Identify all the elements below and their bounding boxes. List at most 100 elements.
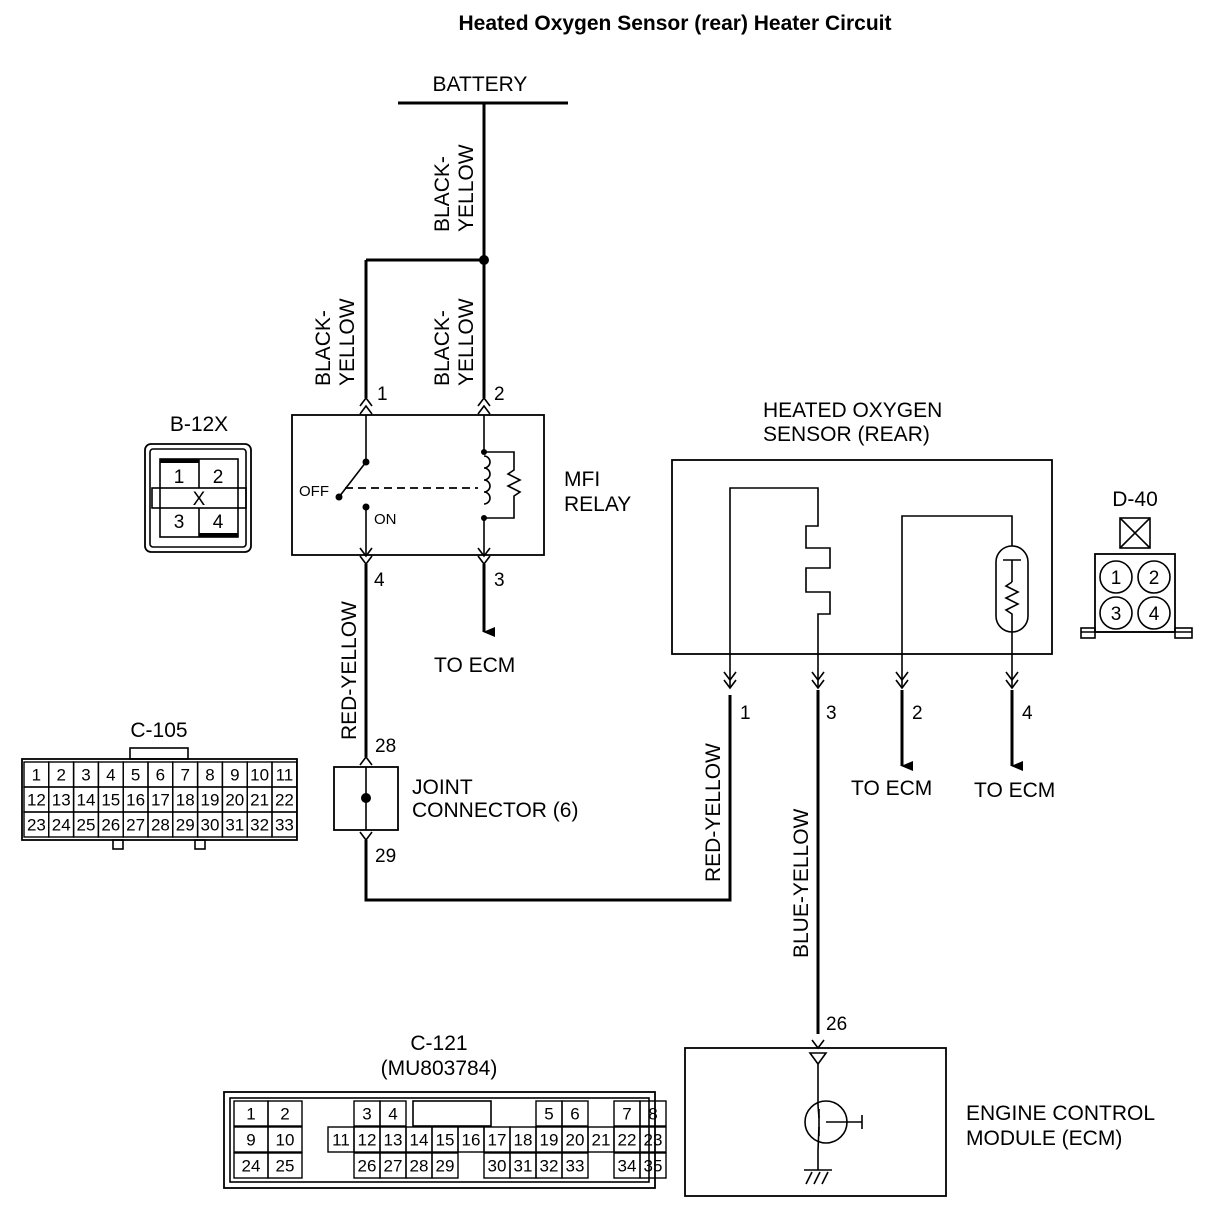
c105-pin-3-label: 3: [81, 766, 90, 785]
heated-oxygen-sensor: [671, 459, 1053, 690]
relay-off-label: OFF: [299, 483, 329, 500]
c105-pin-9-label: 9: [230, 766, 239, 785]
c121-pin-23-label: 23: [644, 1131, 663, 1150]
ecm-name-line1: ENGINE CONTROL: [966, 1102, 1155, 1125]
c121-pin-9-label: 9: [246, 1131, 255, 1150]
c121-pin-20-label: 20: [566, 1131, 585, 1150]
c105-pin-27-label: 27: [126, 816, 145, 835]
c105-pin-33-label: 33: [275, 816, 294, 835]
c105-pin-12-label: 12: [27, 791, 46, 810]
c105-pin-22-label: 22: [275, 791, 294, 810]
wire-label-relay1-line1: BLACK-: [312, 310, 335, 386]
c105-pin-6-label: 6: [156, 766, 165, 785]
c105-pin-28-label: 28: [151, 816, 170, 835]
c121-pin-30-label: 30: [488, 1157, 507, 1176]
d40-pin-3: 3: [1111, 604, 1122, 625]
diagram-title: Heated Oxygen Sensor (rear) Heater Circu…: [459, 12, 892, 35]
relay-name-line1: MFI: [564, 468, 600, 491]
wire-label-relay1-line2: YELLOW: [336, 298, 359, 386]
c121-pin-8-label: 8: [648, 1105, 657, 1124]
d40-pin-1: 1: [1111, 568, 1122, 589]
c121-pin-21-label: 21: [592, 1131, 611, 1150]
d40-connector: [1080, 517, 1193, 639]
c121-pin-29-label: 29: [436, 1157, 455, 1176]
c105-pin-20-label: 20: [225, 791, 244, 810]
ecm-pin-26: 26: [826, 1014, 847, 1035]
b12x-connector: [144, 443, 252, 553]
c121-pin-11-label: 11: [332, 1131, 350, 1150]
c105-label: C-105: [130, 719, 187, 742]
c121-pin-32-label: 32: [540, 1157, 559, 1176]
c105-pin-4-label: 4: [106, 766, 115, 785]
battery-label: BATTERY: [433, 73, 528, 96]
c105-pin-7-label: 7: [180, 766, 189, 785]
sensor-pin-4: 4: [1022, 703, 1033, 724]
wire-joint-to-sensor1: [364, 695, 732, 902]
c121-pin-31-label: 31: [514, 1157, 533, 1176]
joint-name-line1: JOINT: [412, 776, 473, 799]
c121-pin-17-label: 17: [488, 1131, 507, 1150]
d40-pin-2: 2: [1149, 568, 1160, 589]
d40-label: D-40: [1112, 488, 1158, 511]
c105-pin-5-label: 5: [131, 766, 140, 785]
c105-pin-15-label: 15: [101, 791, 120, 810]
c121-pin-8-cell: [639, 1100, 667, 1127]
c105-pin-16-label: 16: [126, 791, 145, 810]
joint-pin-29: 29: [375, 846, 396, 867]
c121-pin-4-cell: [379, 1100, 407, 1127]
c105-pin-25-label: 25: [77, 816, 96, 835]
c121-pin-5-label: 5: [544, 1105, 553, 1124]
c121-pin-10-label: 10: [276, 1131, 295, 1150]
c121-pin-2-cell: [267, 1100, 303, 1127]
c105-pin-14-label: 14: [77, 791, 96, 810]
c121-pin-13-label: 13: [384, 1131, 403, 1150]
c105-pin-11-label: 11: [276, 766, 294, 785]
relay-name-line2: RELAY: [564, 493, 631, 516]
c121-pin-25-label: 25: [276, 1157, 295, 1176]
c105-pin-2-label: 2: [56, 766, 65, 785]
c105-pin-24-label: 24: [52, 816, 71, 835]
b12x-pin-2: 2: [213, 467, 224, 488]
sensor-pin-2: 2: [912, 703, 923, 724]
c121-pin-29-cell: [431, 1152, 459, 1179]
c121-pin-6-cell: [561, 1100, 589, 1127]
ecm-name-line2: MODULE (ECM): [966, 1127, 1122, 1150]
wire-battery-feed: [364, 103, 489, 398]
c121-pin-14-label: 14: [410, 1131, 429, 1150]
b12x-label: B-12X: [170, 413, 228, 436]
relay-on-label: ON: [374, 511, 397, 528]
sensor-name-line2: SENSOR (REAR): [763, 423, 930, 446]
c121-pin-22-label: 22: [618, 1131, 637, 1150]
engine-control-module: [684, 1039, 947, 1197]
relay-pin-1: 1: [377, 384, 388, 405]
c105-pin-33-cell: [271, 811, 298, 838]
c121-pin-10-cell: [267, 1126, 303, 1153]
wire-label-red-yellow-left: RED-YELLOW: [338, 601, 361, 740]
c105-pin-31-label: 31: [225, 816, 244, 835]
c105-pin-17-label: 17: [151, 791, 170, 810]
c121-pin-6-label: 6: [570, 1105, 579, 1124]
c121-pin-35-cell: [639, 1152, 667, 1179]
c121-pin-15-label: 15: [436, 1131, 455, 1150]
wire-label-relay2-line2: YELLOW: [455, 298, 478, 386]
c121-pin-33-label: 33: [566, 1157, 585, 1176]
mfi-relay: [291, 396, 545, 566]
b12x-pin-1: 1: [174, 467, 185, 488]
c121-pin-27-label: 27: [384, 1157, 403, 1176]
joint-name-line2: CONNECTOR (6): [412, 799, 578, 822]
c121-part-number: (MU803784): [381, 1057, 498, 1080]
c121-pin-7-label: 7: [622, 1105, 631, 1124]
d40-pin-4: 4: [1149, 604, 1160, 625]
relay-pin-3: 3: [494, 570, 505, 591]
sensor-to-ecm-label-b: TO ECM: [974, 779, 1055, 802]
c121-pin-23-cell: [639, 1126, 667, 1153]
c121-pin-1-label: 1: [246, 1105, 255, 1124]
b12x-pin-4: 4: [213, 512, 224, 533]
c105-pin-10-label: 10: [250, 766, 269, 785]
wire-label-relay2-line1: BLACK-: [431, 310, 454, 386]
c121-pin-33-cell: [561, 1152, 589, 1179]
joint-pin-28: 28: [375, 736, 396, 757]
